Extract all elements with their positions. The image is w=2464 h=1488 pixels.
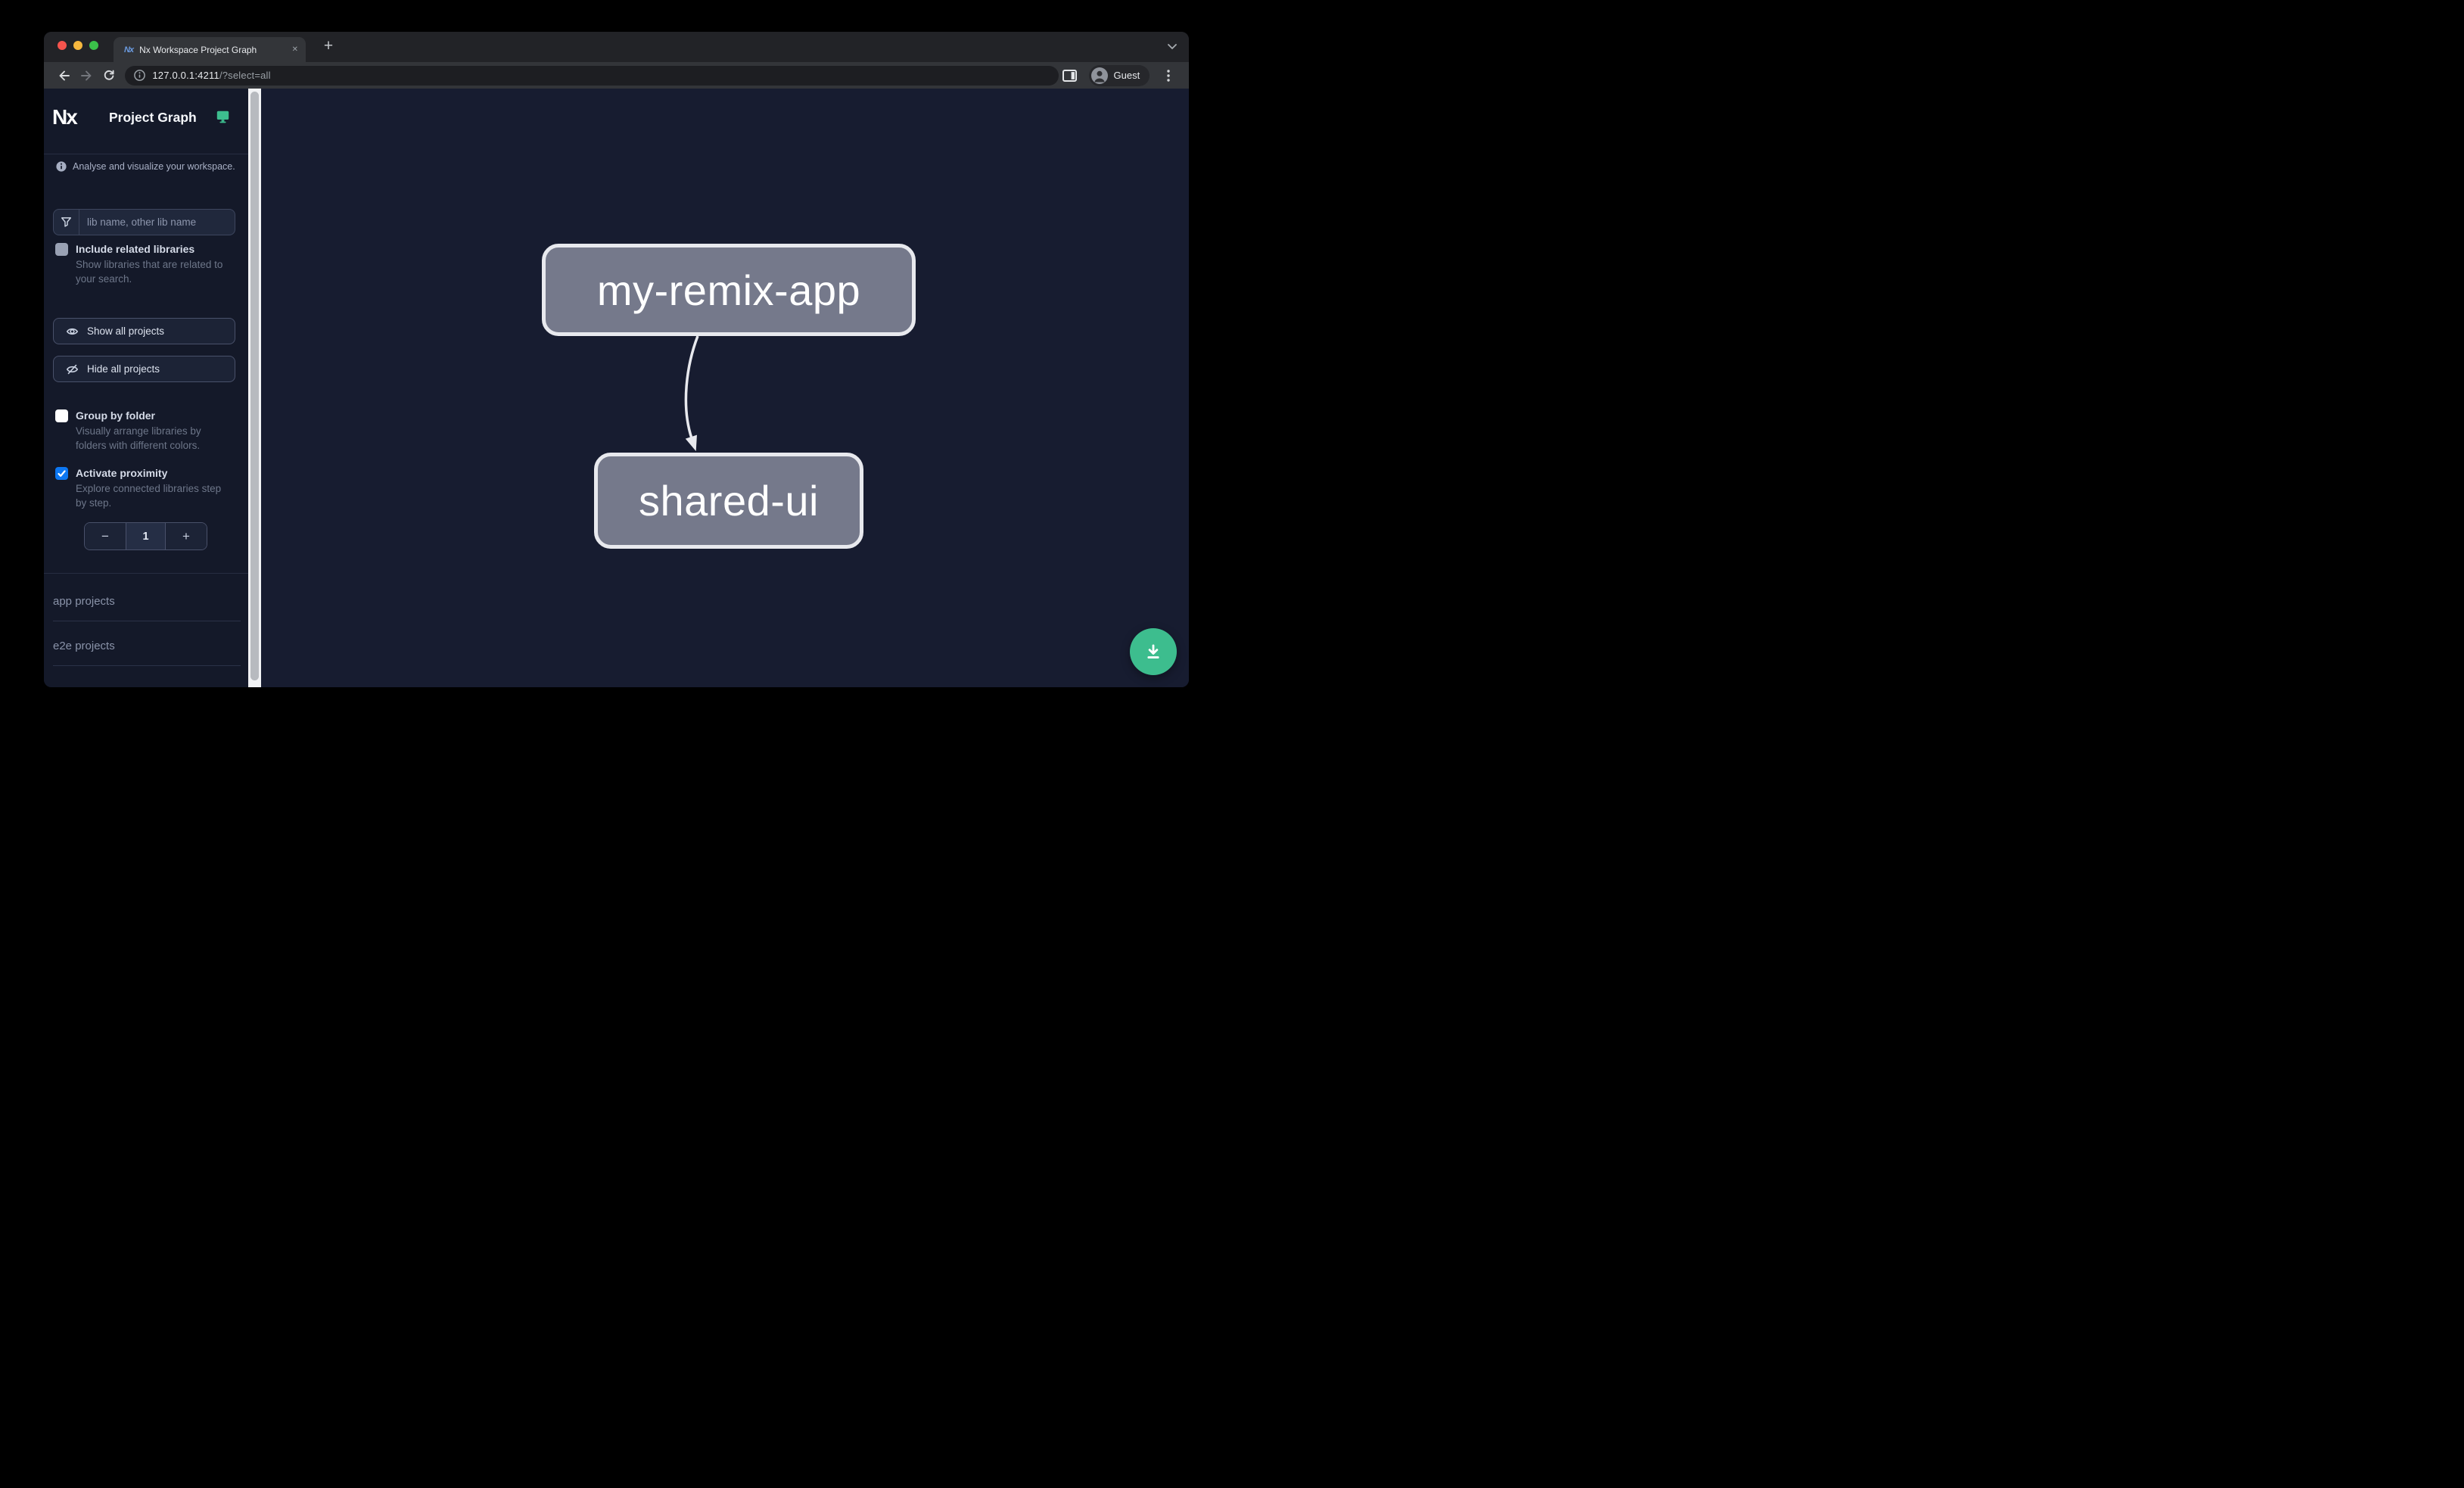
option-label: Group by folder — [76, 409, 155, 422]
show-all-label: Show all projects — [87, 325, 165, 337]
option-label: Activate proximity — [76, 467, 168, 479]
option-include-related[interactable]: Include related libraries Show libraries… — [55, 242, 241, 286]
checkbox-include-related[interactable] — [55, 243, 68, 256]
browser-window: Nx Nx Workspace Project Graph ✕ + — [44, 32, 1189, 687]
avatar — [1090, 67, 1108, 84]
window-zoom-button[interactable] — [89, 41, 98, 50]
side-panel-button[interactable] — [1059, 64, 1081, 87]
section-e2e-projects[interactable]: e2e projects — [53, 640, 115, 652]
stepper-decrement-button[interactable]: − — [85, 523, 126, 549]
node-label: my-remix-app — [596, 266, 861, 314]
section-app-projects[interactable]: app projects — [53, 595, 115, 608]
proximity-stepper: − 1 + — [84, 522, 207, 550]
checkmark-icon — [58, 469, 66, 477]
nx-favicon-icon: Nx — [124, 45, 134, 54]
profile-name: Guest — [1113, 70, 1140, 81]
url-path: /?select=all — [219, 70, 271, 81]
page-title: Project Graph — [109, 110, 197, 125]
option-description: Visually arrange libraries by folders wi… — [76, 425, 201, 451]
window-controls — [58, 41, 98, 50]
url-text: 127.0.0.1:4211/?select=all — [152, 70, 270, 81]
hide-all-label: Hide all projects — [87, 363, 160, 375]
chevron-down-icon[interactable] — [1168, 44, 1177, 50]
graph-node-my-remix-app[interactable]: my-remix-app — [542, 244, 916, 336]
eye-icon — [66, 328, 79, 335]
eye-off-icon — [66, 364, 79, 374]
new-tab-button[interactable]: + — [323, 37, 334, 54]
browser-toolbar: 127.0.0.1:4211/?select=all Guest — [44, 62, 1189, 89]
browser-tab[interactable]: Nx Nx Workspace Project Graph ✕ — [114, 37, 306, 62]
sidebar: Nx Project Graph Analyse and visualize y… — [44, 89, 248, 687]
checkbox-activate-proximity[interactable] — [55, 467, 68, 480]
checkbox-group-by-folder[interactable] — [55, 409, 68, 422]
url-bar[interactable]: 127.0.0.1:4211/?select=all — [125, 65, 1059, 86]
back-button[interactable] — [53, 64, 76, 87]
filter-box — [53, 209, 235, 235]
site-info-icon[interactable] — [134, 70, 146, 81]
forward-button[interactable] — [76, 64, 98, 87]
show-all-projects-button[interactable]: Show all projects — [53, 318, 235, 344]
tagline-text: Analyse and visualize your workspace. — [73, 161, 235, 172]
workspace-tagline: Analyse and visualize your workspace. — [56, 161, 235, 172]
option-group-by-folder[interactable]: Group by folder Visually arrange librari… — [55, 409, 241, 453]
graph-node-shared-ui[interactable]: shared-ui — [594, 453, 863, 549]
node-label: shared-ui — [639, 477, 819, 525]
option-description: Show libraries that are related to your … — [76, 259, 223, 285]
profile-button[interactable]: Guest — [1088, 64, 1150, 86]
window-minimize-button[interactable] — [73, 41, 82, 50]
connected-monitor-icon — [216, 111, 229, 123]
download-graph-button[interactable] — [1130, 628, 1177, 675]
filter-input[interactable] — [79, 210, 235, 235]
section-divider — [53, 665, 241, 666]
stepper-value: 1 — [126, 523, 166, 549]
menu-kebab-icon[interactable] — [1157, 64, 1180, 87]
option-description: Explore connected libraries step by step… — [76, 483, 222, 509]
option-label: Include related libraries — [76, 243, 195, 255]
tab-title: Nx Workspace Project Graph — [139, 44, 257, 55]
edge-my-remix-app-to-shared-ui — [684, 335, 699, 452]
option-activate-proximity[interactable]: Activate proximity Explore connected lib… — [55, 466, 241, 510]
stepper-increment-button[interactable]: + — [166, 523, 207, 549]
scrollbar-thumb[interactable] — [250, 92, 259, 680]
sidebar-divider — [44, 573, 248, 574]
url-host: 127.0.0.1:4211 — [152, 70, 219, 81]
hide-all-projects-button[interactable]: Hide all projects — [53, 356, 235, 382]
filter-icon — [54, 210, 79, 235]
sidebar-scrollbar[interactable] — [248, 89, 261, 687]
info-icon — [56, 161, 67, 172]
graph-canvas[interactable]: my-remix-app shared-ui — [261, 89, 1189, 687]
download-icon — [1147, 644, 1159, 658]
sidebar-header: Nx Project Graph — [44, 89, 248, 154]
tab-strip: Nx Nx Workspace Project Graph ✕ + — [44, 32, 1189, 62]
tab-close-icon[interactable]: ✕ — [291, 45, 298, 54]
reload-button[interactable] — [98, 64, 121, 87]
nx-logo: Nx — [52, 105, 78, 129]
window-close-button[interactable] — [58, 41, 67, 50]
